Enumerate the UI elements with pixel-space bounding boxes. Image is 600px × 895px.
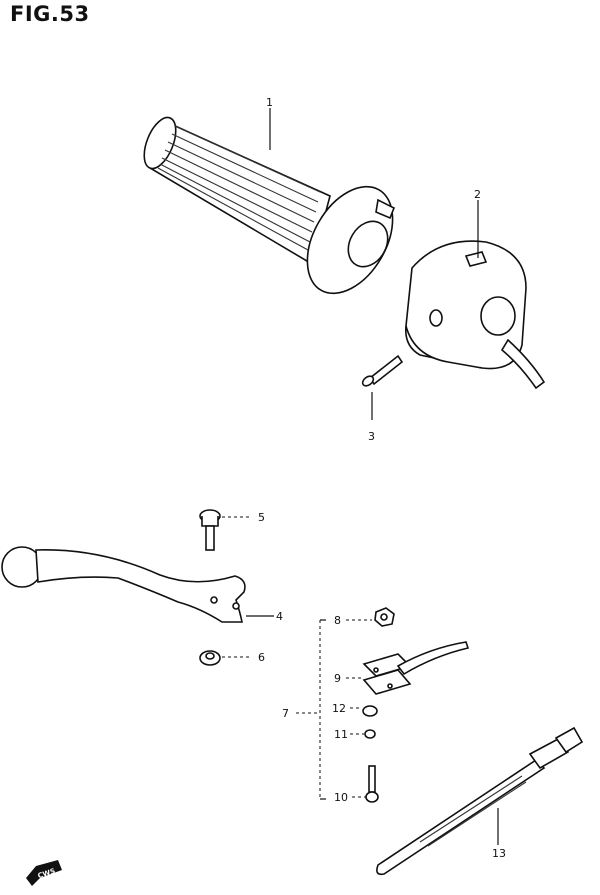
leader-lines: [222, 108, 499, 845]
cws-badge: CWS: [26, 860, 62, 886]
callout-6: 6: [258, 651, 265, 664]
small-nut: [374, 607, 395, 627]
lock-washer: [364, 729, 376, 739]
callout-8: 8: [334, 614, 341, 627]
brake-lever: [1, 546, 246, 623]
callout-9: 9: [334, 672, 341, 685]
figure-title: FIG.53: [10, 2, 90, 26]
switch-assembly: [362, 641, 470, 695]
callout-11: 11: [334, 728, 348, 741]
callout-3: 3: [368, 430, 375, 443]
callout-10: 10: [334, 791, 348, 804]
callout-7: 7: [282, 707, 289, 720]
washer: [362, 705, 378, 717]
callout-2: 2: [474, 188, 481, 201]
cable-tie: [376, 726, 584, 876]
callout-5: 5: [258, 511, 265, 524]
pivot-bolt: [199, 509, 221, 551]
small-screw: [365, 765, 379, 803]
screw: [361, 354, 404, 387]
callout-13: 13: [492, 847, 506, 860]
handlebar-grip: [143, 116, 396, 295]
nut: [199, 650, 221, 666]
callout-12: 12: [332, 702, 346, 715]
switch-housing: [404, 240, 546, 390]
callout-1: 1: [266, 96, 273, 109]
callout-4: 4: [276, 610, 283, 623]
